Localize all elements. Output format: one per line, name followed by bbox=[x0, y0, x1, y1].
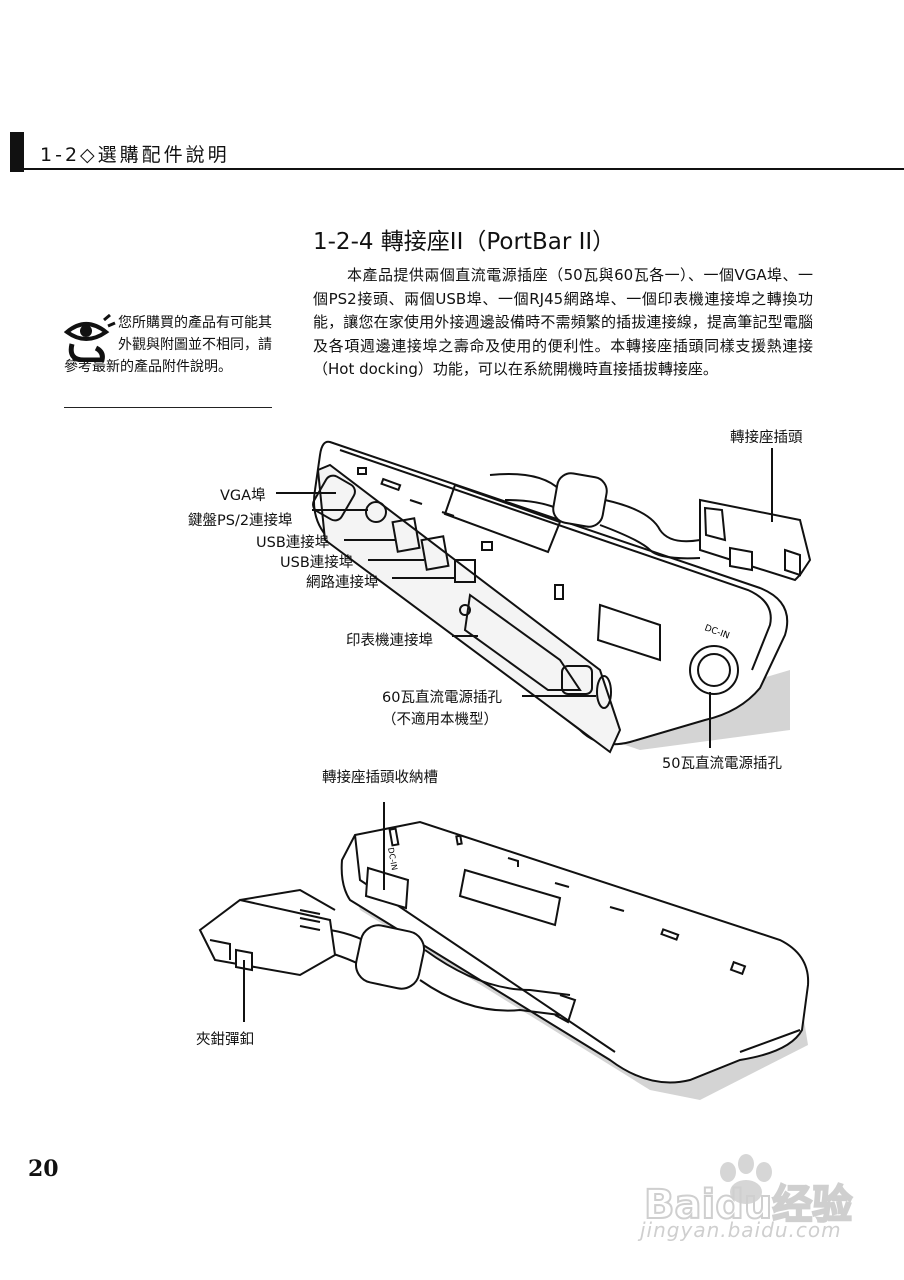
portbar-diagram: DC-IN bbox=[276, 440, 812, 754]
label-vga-port: VGA埠 bbox=[220, 488, 266, 504]
eye-note-icon bbox=[64, 314, 116, 362]
label-usb-port-1: USB連接埠 bbox=[256, 535, 330, 551]
header-rule bbox=[10, 168, 904, 170]
label-clip: 夾鉗彈釦 bbox=[196, 1032, 254, 1048]
body-paragraph: 本產品提供兩個直流電源插座（50瓦與60瓦各一）、一個VGA埠、一個PS2接頭、… bbox=[313, 266, 813, 378]
label-plug-slot: 轉接座插頭收納槽 bbox=[322, 770, 438, 786]
portbar-device-illustration bbox=[312, 440, 812, 754]
page-number: 20 bbox=[28, 1156, 59, 1182]
label-dc-60w: 60瓦直流電源插孔 bbox=[382, 690, 502, 706]
callout-lines-2 bbox=[243, 802, 385, 1022]
body-text: 本產品提供兩個直流電源插座（50瓦與60瓦各一）、一個VGA埠、一個PS2接頭、… bbox=[313, 264, 813, 382]
section-title: 1-2-4 轉接座II（PortBar II） bbox=[313, 229, 616, 255]
portbar-underside-diagram: DC-IN bbox=[198, 802, 810, 1100]
label-network-port: 網路連接埠 bbox=[306, 575, 379, 591]
label-ps2-port: 鍵盤PS/2連接埠 bbox=[188, 513, 293, 529]
baidu-watermark-logo: Baidu经验 bbox=[643, 1154, 853, 1229]
label-dc-50w: 50瓦直流電源插孔 bbox=[662, 756, 782, 772]
header-bar bbox=[10, 132, 24, 172]
chapter-header: 1-2◇選購配件說明 bbox=[40, 144, 230, 166]
label-connector-plug: 轉接座插頭 bbox=[730, 430, 803, 446]
paw-icon bbox=[720, 1154, 772, 1204]
watermark-url: jingyan.baidu.com bbox=[640, 1218, 842, 1242]
dc-in-marking-2: DC-IN bbox=[386, 847, 399, 871]
watermark-brand: Baidu经验 bbox=[644, 1182, 852, 1228]
label-printer-port: 印表機連接埠 bbox=[346, 633, 433, 649]
note-text: 您所購買的產品有可能其外觀與附圖並不相同，請參考最新的產品附件說明。 bbox=[64, 315, 272, 375]
callout-lines bbox=[276, 448, 773, 748]
label-dc-60w-note: （不適用本機型） bbox=[382, 712, 498, 728]
label-usb-port-2: USB連接埠 bbox=[280, 555, 354, 571]
portbar-underside-illustration bbox=[198, 820, 810, 1100]
note-rule bbox=[64, 407, 272, 408]
